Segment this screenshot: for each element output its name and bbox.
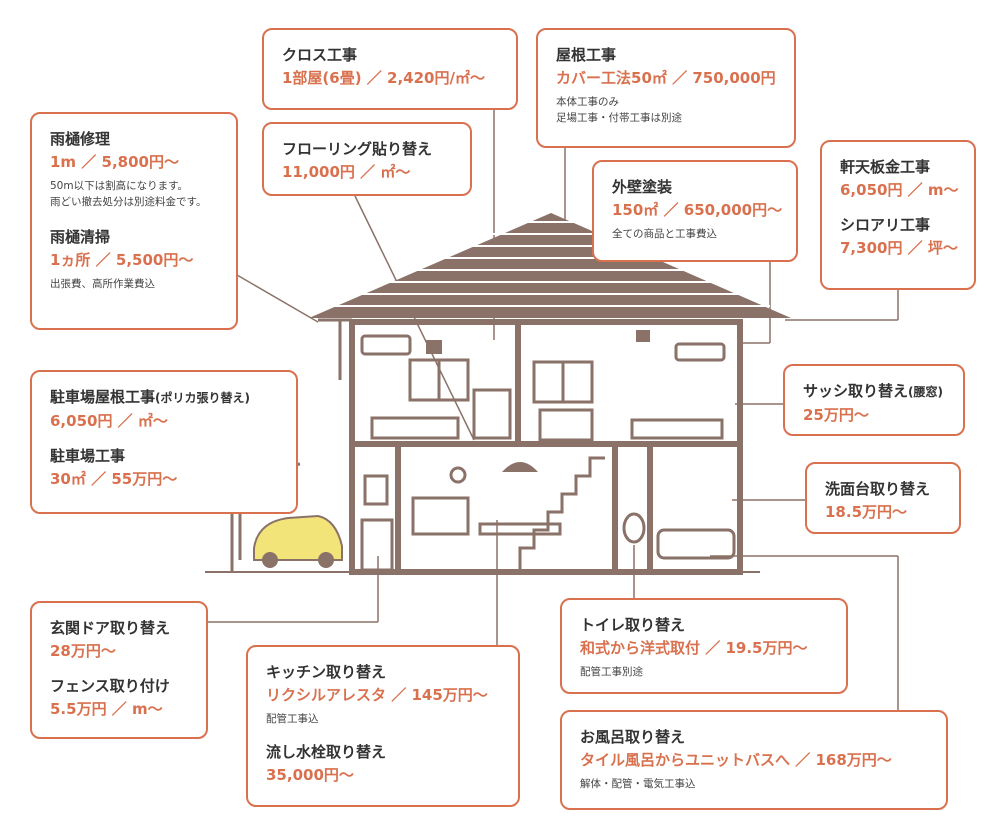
- roof-work-price: カバー工法50㎡ ／ 750,000円: [556, 69, 776, 87]
- bath-note: 解体・配管・電気工事込: [580, 778, 696, 790]
- parking-work-price: 30㎡ ／ 55万円〜: [50, 470, 178, 488]
- toilet-note: 配管工事別途: [580, 666, 643, 678]
- bath-title: お風呂取り替え: [580, 728, 686, 746]
- vanity-box: 洗面台取り替え 18.5万円〜: [805, 462, 961, 534]
- cross-work-title: クロス工事: [282, 46, 358, 64]
- entry-door-price: 28万円〜: [50, 642, 116, 660]
- sash-title-line: サッシ取り替え(腰窓): [803, 380, 945, 403]
- flooring-title: フローリング貼り替え: [282, 140, 433, 158]
- vanity-price: 18.5万円〜: [825, 503, 908, 521]
- gutter-box: 雨樋修理 1m ／ 5,800円〜 50m以下は割高になります。 雨どい撤去処分…: [30, 112, 238, 330]
- kitchen-title: キッチン取り替え: [266, 663, 387, 681]
- parking-work-title: 駐車場工事: [50, 447, 126, 465]
- gutter-repair-note: 50m以下は割高になります。: [50, 180, 189, 192]
- wall-paint-note: 全ての商品と工事費込: [612, 228, 717, 240]
- fence-price: 5.5万円 ／ m〜: [50, 700, 163, 718]
- sash-price: 25万円〜: [803, 406, 869, 424]
- entrance-box: 玄関ドア取り替え 28万円〜 フェンス取り付け 5.5万円 ／ m〜: [30, 601, 208, 739]
- bath-price: タイル風呂からユニットバスへ ／ 168万円〜: [580, 751, 892, 769]
- kitchen-box: キッチン取り替え リクシルアレスタ ／ 145万円〜 配管工事込 流し水栓取り替…: [246, 645, 520, 807]
- sash-box: サッシ取り替え(腰窓) 25万円〜: [783, 364, 965, 436]
- gutter-repair-price: 1m ／ 5,800円〜: [50, 153, 179, 171]
- gutter-clean-note: 出張費、高所作業費込: [50, 278, 155, 290]
- eaves-soffit-price: 6,050円 ／ m〜: [840, 181, 959, 199]
- toilet-price: 和式から洋式取付 ／ 19.5万円〜: [580, 639, 808, 657]
- roof-work-note: 足場工事・付帯工事は別途: [556, 112, 682, 124]
- flooring-price: 11,000円 ／ ㎡〜: [282, 163, 411, 181]
- sash-title-note: (腰窓): [908, 385, 943, 399]
- gutter-clean-title: 雨樋清掃: [50, 228, 111, 246]
- toilet-box: トイレ取り替え 和式から洋式取付 ／ 19.5万円〜 配管工事別途: [560, 598, 848, 694]
- faucet-price: 35,000円〜: [266, 766, 354, 784]
- faucet-title: 流し水栓取り替え: [266, 743, 387, 761]
- eaves-soffit-title: 軒天板金工事: [840, 158, 931, 176]
- car-illustration: [253, 514, 343, 568]
- cross-work-price: 1部屋(6畳) ／ 2,420円/㎡〜: [282, 69, 485, 87]
- kitchen-note: 配管工事込: [266, 713, 319, 725]
- parking-roof-title-line: 駐車場屋根工事(ポリカ張り替え): [50, 386, 278, 409]
- roof-work-title: 屋根工事: [556, 46, 617, 64]
- parking-roof-price: 6,050円 ／ ㎡〜: [50, 412, 168, 430]
- gutter-repair-note: 雨どい撤去処分は別途料金です。: [50, 196, 207, 208]
- gutter-repair-title: 雨樋修理: [50, 130, 111, 148]
- toilet-title: トイレ取り替え: [580, 616, 686, 634]
- vanity-title: 洗面台取り替え: [825, 480, 931, 498]
- eaves-box: 軒天板金工事 6,050円 ／ m〜 シロアリ工事 7,300円 ／ 坪〜: [820, 140, 976, 290]
- parking-roof-title: 駐車場屋根工事: [50, 388, 156, 406]
- roof-work-box: 屋根工事 カバー工法50㎡ ／ 750,000円 本体工事のみ 足場工事・付帯工…: [536, 28, 796, 148]
- wall-paint-title: 外壁塗装: [612, 178, 673, 196]
- parking-box: 駐車場屋根工事(ポリカ張り替え) 6,050円 ／ ㎡〜 駐車場工事 30㎡ ／…: [30, 370, 298, 514]
- fence-title: フェンス取り付け: [50, 677, 170, 695]
- parking-roof-title-note: (ポリカ張り替え): [155, 391, 250, 405]
- termite-title: シロアリ工事: [840, 216, 931, 234]
- kitchen-price: リクシルアレスタ ／ 145万円〜: [266, 686, 488, 704]
- wall-paint-box: 外壁塗装 150㎡ ／ 650,000円〜 全ての商品と工事費込: [592, 160, 798, 262]
- entry-door-title: 玄関ドア取り替え: [50, 619, 171, 637]
- flooring-box: フローリング貼り替え 11,000円 ／ ㎡〜: [262, 122, 472, 196]
- bath-box: お風呂取り替え タイル風呂からユニットバスへ ／ 168万円〜 解体・配管・電気…: [560, 710, 948, 810]
- wall-paint-price: 150㎡ ／ 650,000円〜: [612, 201, 783, 219]
- termite-price: 7,300円 ／ 坪〜: [840, 239, 958, 257]
- gutter-clean-price: 1ヵ所 ／ 5,500円〜: [50, 251, 194, 269]
- sash-title: サッシ取り替え: [803, 382, 909, 400]
- roof-work-note: 本体工事のみ: [556, 96, 619, 108]
- cross-work-box: クロス工事 1部屋(6畳) ／ 2,420円/㎡〜: [262, 28, 518, 110]
